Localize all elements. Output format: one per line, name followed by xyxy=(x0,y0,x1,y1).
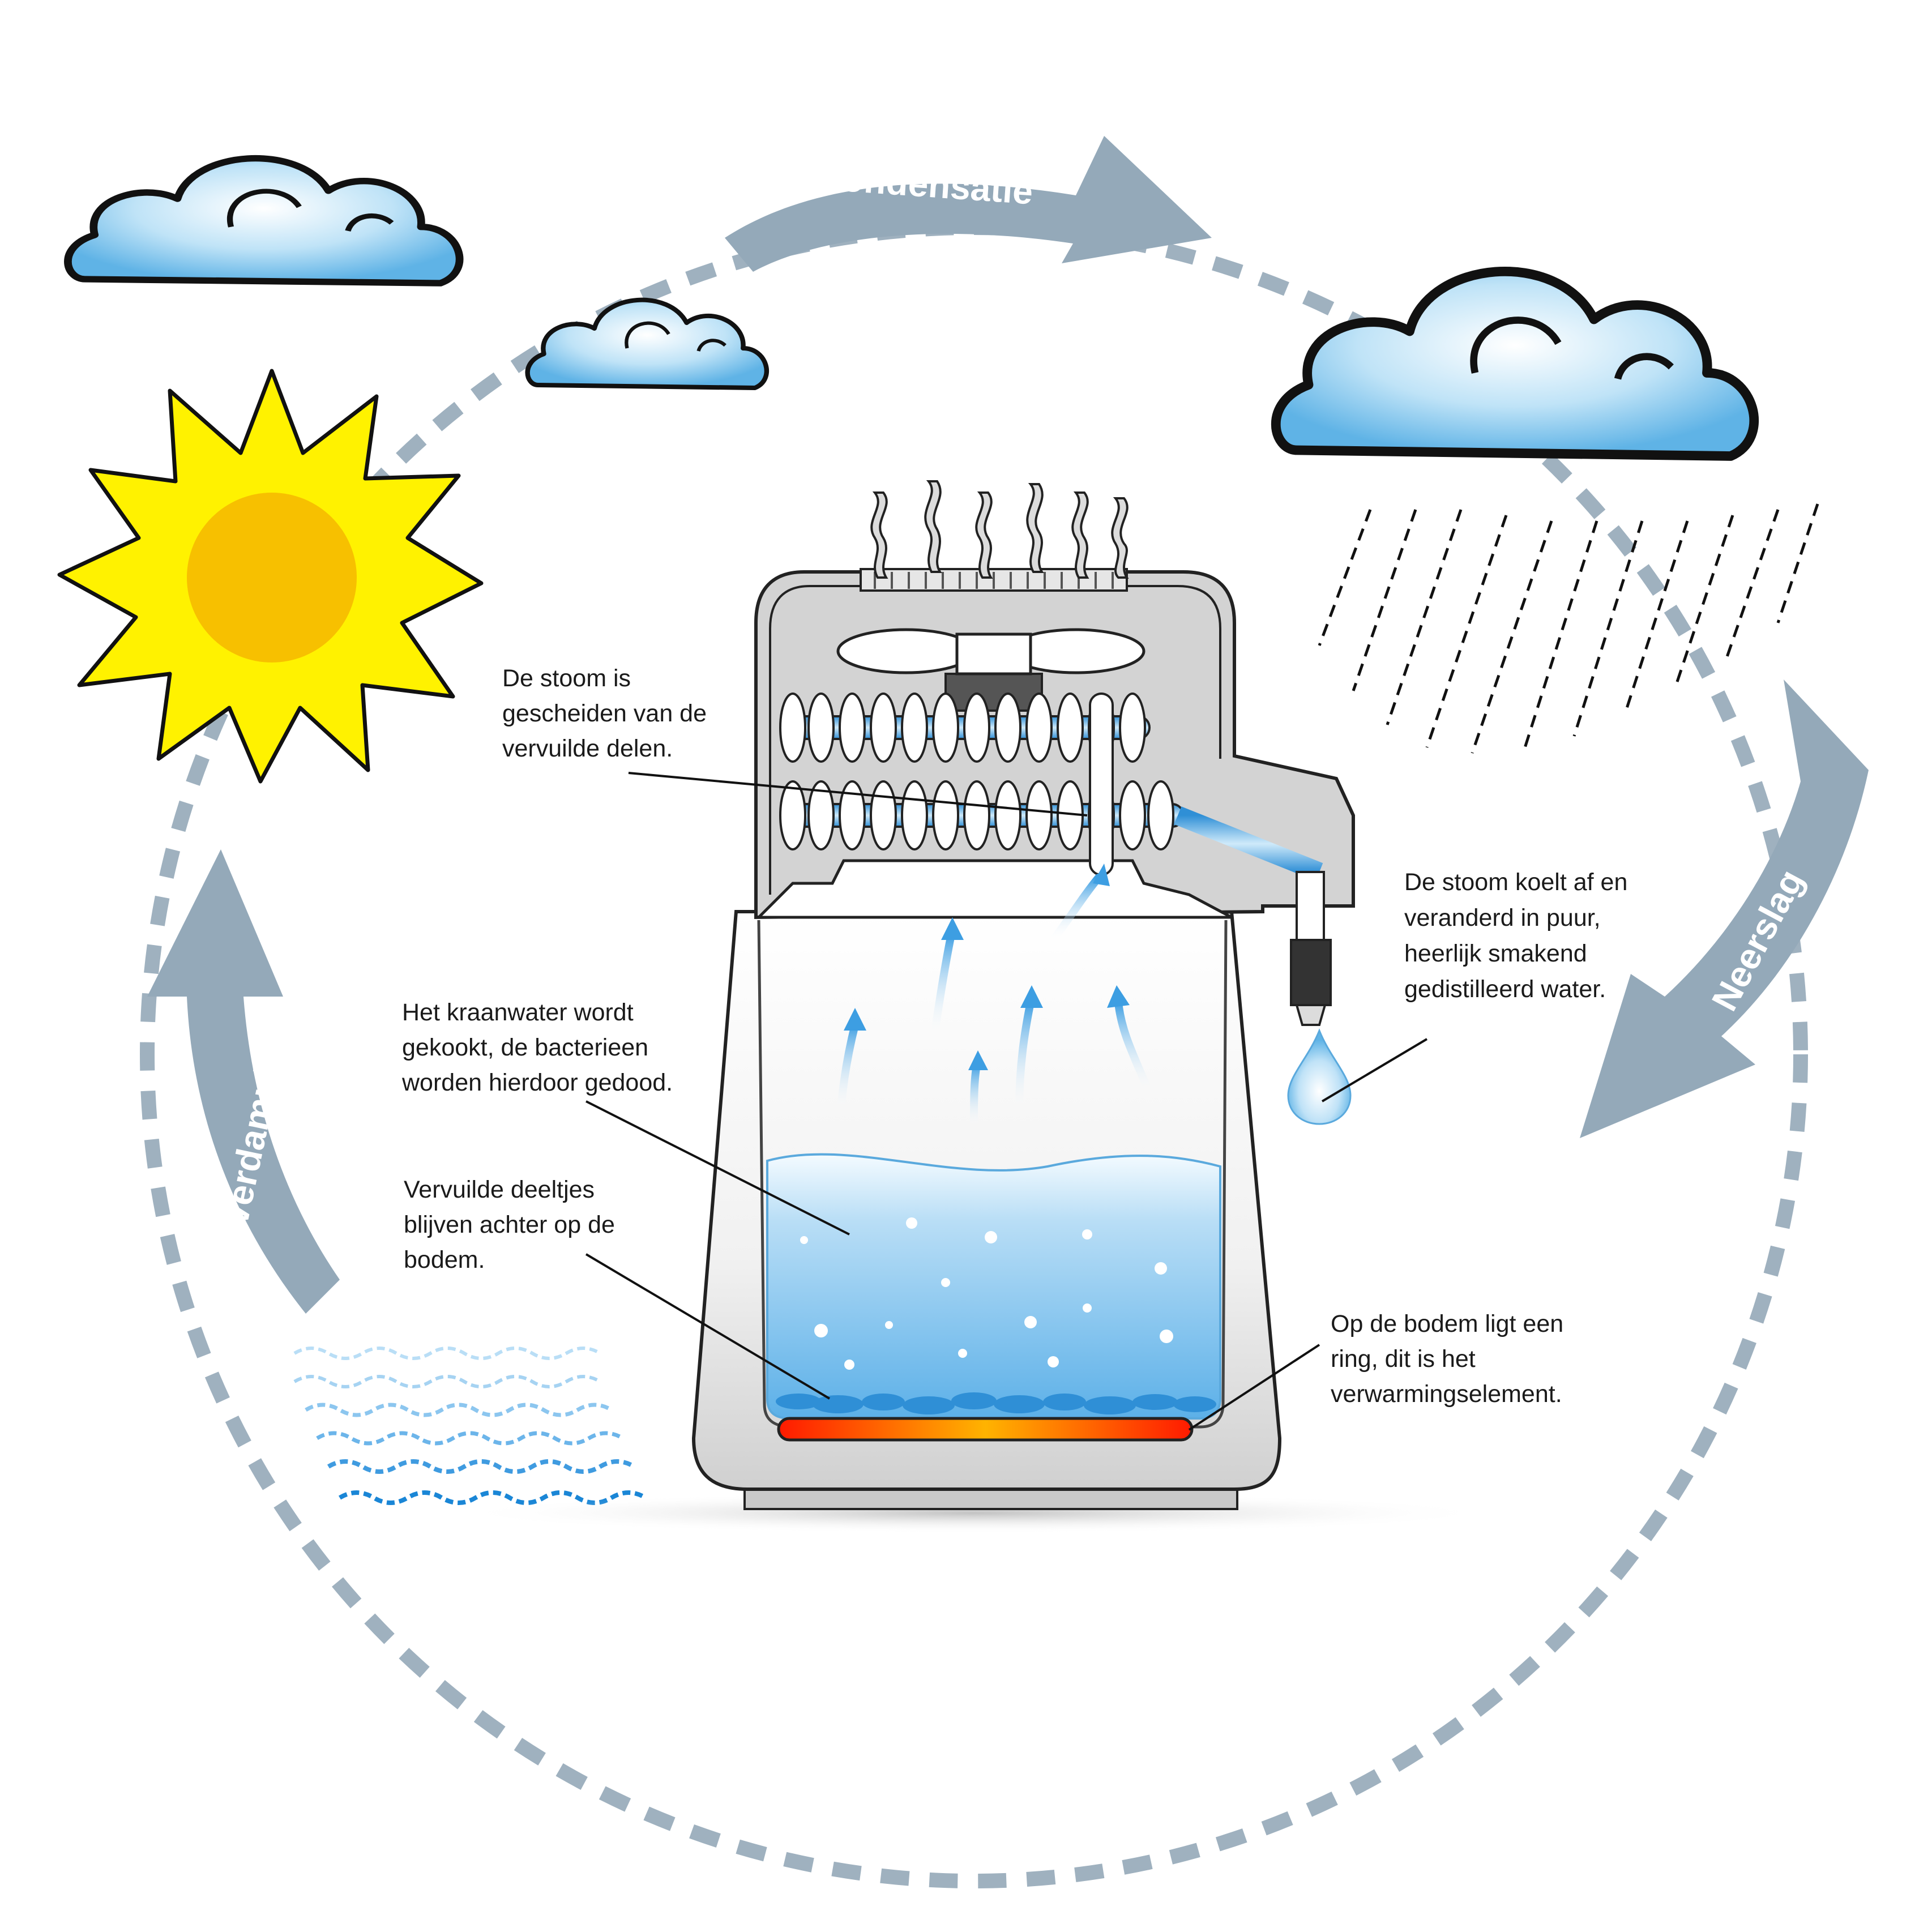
water-drop-icon xyxy=(1287,1028,1352,1125)
rain-icon xyxy=(1318,503,1819,754)
annotation-heating-ring-line: Op de bodem ligt een xyxy=(1331,1310,1563,1337)
annotation-steam-cools: De stoom koelt af en veranderd in puur, … xyxy=(1404,869,1634,1003)
cloud-icon-middle xyxy=(528,300,767,388)
annotation-tap-water-line: worden hierdoor gedood. xyxy=(401,1069,673,1096)
water-in-tank xyxy=(766,1153,1221,1420)
sun-icon xyxy=(57,369,484,784)
annotation-steam-cools-line: gedistilleerd water. xyxy=(1404,976,1606,1003)
cloud-icon-left xyxy=(68,159,460,284)
vapor-chamber-roof xyxy=(755,859,1233,919)
annotation-steam-separated: De stoom is gescheiden van de vervuilde … xyxy=(502,665,713,762)
cloud-icon-right xyxy=(1276,271,1754,456)
annotation-heating-ring-line: verwarmingselement. xyxy=(1331,1380,1562,1408)
annotation-steam-cools-line: veranderd in puur, xyxy=(1404,904,1601,931)
neerslag-arrow: Neerslag xyxy=(1580,679,1869,1138)
cycle-dashed-circle xyxy=(140,220,1808,1888)
annotation-steam-cools-line: heerlijk smakend xyxy=(1404,940,1587,967)
annotation-sediment-line: blijven achter op de xyxy=(404,1211,615,1238)
annotation-steam-separated-line: gescheiden van de xyxy=(502,700,707,727)
annotation-steam-cools-line: De stoom koelt af en xyxy=(1404,869,1627,896)
heating-element xyxy=(777,1417,1194,1442)
steam-arrow-heads xyxy=(844,864,1130,1070)
sediment xyxy=(776,1392,1216,1414)
cooling-fan xyxy=(836,628,1145,712)
annotation-steam-separated-line: vervuilde delen. xyxy=(502,735,673,762)
carbon-filter xyxy=(1290,939,1332,1006)
leader-lines xyxy=(585,772,1428,1431)
annotation-sediment: Vervuilde deeltjes blijven achter op de … xyxy=(404,1176,622,1273)
distiller xyxy=(453,480,1495,1533)
steam-icon xyxy=(870,480,1129,579)
annotation-steam-separated-line: De stoom is xyxy=(502,665,631,692)
annotation-heating-ring: Op de bodem ligt een ring, dit is het ve… xyxy=(1331,1310,1570,1408)
annotation-sediment-line: bodem. xyxy=(404,1246,485,1273)
steam-arrows xyxy=(837,874,1153,1131)
annotation-tap-water: Het kraanwater wordt gekookt, de bacteri… xyxy=(401,999,673,1096)
annotation-heating-ring-line: ring, dit is het xyxy=(1331,1345,1476,1373)
outlet-pipe xyxy=(1296,871,1325,941)
condenser-coils xyxy=(779,693,1323,881)
annotation-tap-water-line: Het kraanwater wordt xyxy=(402,999,634,1026)
annotation-tap-water-line: gekookt, de bacterieen xyxy=(402,1034,648,1061)
annotation-sediment-line: Vervuilde deeltjes xyxy=(404,1176,595,1203)
water-waves-icon xyxy=(293,1347,647,1505)
bubbles xyxy=(800,1217,1173,1370)
